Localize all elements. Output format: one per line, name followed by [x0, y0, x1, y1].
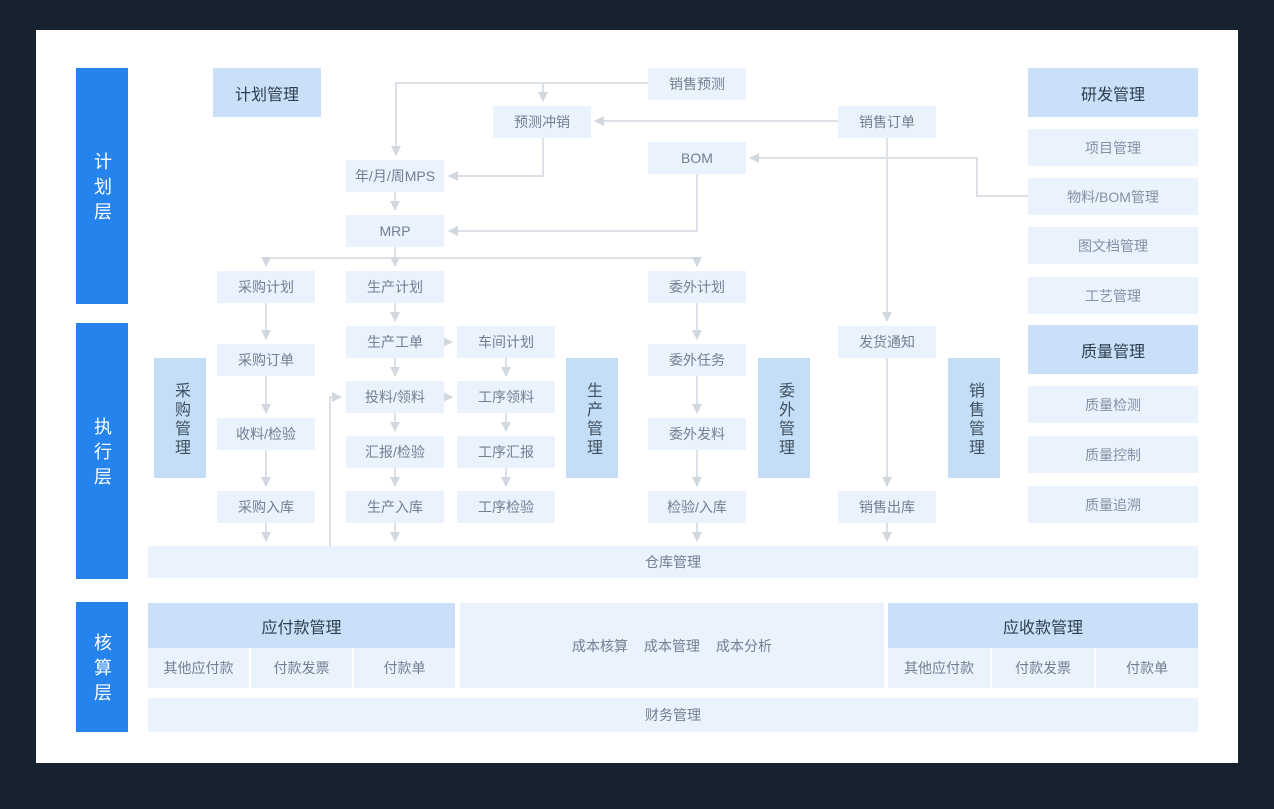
node-mrp: MRP: [346, 215, 444, 247]
node-outsourcing-issue: 委外发料: [648, 418, 746, 450]
node-workshop-plan: 车间计划: [457, 326, 555, 358]
header-quality-management: 质量管理: [1028, 325, 1198, 374]
rd-item-material-bom: 物料/BOM管理: [1028, 178, 1198, 215]
node-production-inbound: 生产入库: [346, 491, 444, 523]
node-bom: BOM: [648, 142, 746, 174]
flow-connector-lines: [261, 82, 1028, 546]
node-outsourcing-plan: 委外计划: [648, 271, 746, 303]
rd-item-process-management: 工艺管理: [1028, 277, 1198, 314]
layer-bar-accounting: 核算层: [76, 602, 128, 732]
cost-item-analysis: 成本分析: [716, 637, 772, 654]
receivables-item-row: 其他应付款 付款发票 付款单: [888, 648, 1198, 688]
receivables-item-invoice: 付款发票: [992, 648, 1094, 688]
receivables-item-other: 其他应付款: [888, 648, 990, 688]
node-mps: 年/月/周MPS: [346, 160, 444, 192]
layer-bar-execution: 执行层: [76, 323, 128, 579]
node-delivery-notice: 发货通知: [838, 326, 936, 358]
node-sales-forecast: 销售预测: [648, 68, 746, 100]
node-inspect-inbound: 检验/入库: [648, 491, 746, 523]
node-sales-order: 销售订单: [838, 106, 936, 138]
node-purchase-plan: 采购计划: [217, 271, 315, 303]
header-payables-management: 应付款管理: [148, 603, 455, 648]
vgroup-sales-management: 销售管理: [948, 358, 1000, 478]
warehouse-management-bar: 仓库管理: [148, 546, 1198, 578]
vgroup-outsourcing-management: 委外管理: [758, 358, 810, 478]
cost-item-management: 成本管理: [644, 637, 700, 654]
node-outsourcing-task: 委外任务: [648, 344, 746, 376]
header-receivables-management: 应收款管理: [888, 603, 1198, 648]
node-production-order: 生产工单: [346, 326, 444, 358]
layer-bar-plan: 计划层: [76, 68, 128, 304]
node-report-inspect: 汇报/检验: [346, 436, 444, 468]
finance-management-bar: 财务管理: [148, 698, 1198, 732]
node-process-picking: 工序领料: [457, 381, 555, 413]
node-receive-inspect: 收料/检验: [217, 418, 315, 450]
node-process-report: 工序汇报: [457, 436, 555, 468]
receivables-item-payment: 付款单: [1096, 648, 1198, 688]
node-production-plan: 生产计划: [346, 271, 444, 303]
cost-item-accounting: 成本核算: [572, 637, 628, 654]
header-plan-management: 计划管理: [213, 68, 321, 117]
quality-item-tracing: 质量追溯: [1028, 486, 1198, 523]
node-purchase-order: 采购订单: [217, 344, 315, 376]
quality-item-control: 质量控制: [1028, 436, 1198, 473]
node-sales-outbound: 销售出库: [838, 491, 936, 523]
payables-item-other: 其他应付款: [148, 648, 249, 688]
vgroup-purchase-management: 采购管理: [154, 358, 206, 478]
payables-item-row: 其他应付款 付款发票 付款单: [148, 648, 455, 688]
node-feed-picking: 投料/领料: [346, 381, 444, 413]
cost-management-box: 成本核算 成本管理 成本分析: [460, 603, 884, 688]
header-rd-management: 研发管理: [1028, 68, 1198, 117]
rd-item-drawing-document: 图文档管理: [1028, 227, 1198, 264]
payables-item-payment: 付款单: [354, 648, 455, 688]
vgroup-production-management: 生产管理: [566, 358, 618, 478]
diagram-canvas: 计划层 执行层 核算层 计划管理 研发管理 质量管理 项目管理 物料/BOM管理…: [36, 30, 1238, 763]
node-process-inspect: 工序检验: [457, 491, 555, 523]
node-forecast-offset: 预测冲销: [493, 106, 591, 138]
node-purchase-inbound: 采购入库: [217, 491, 315, 523]
quality-item-inspection: 质量检测: [1028, 386, 1198, 423]
payables-item-invoice: 付款发票: [251, 648, 352, 688]
rd-item-project-management: 项目管理: [1028, 129, 1198, 166]
